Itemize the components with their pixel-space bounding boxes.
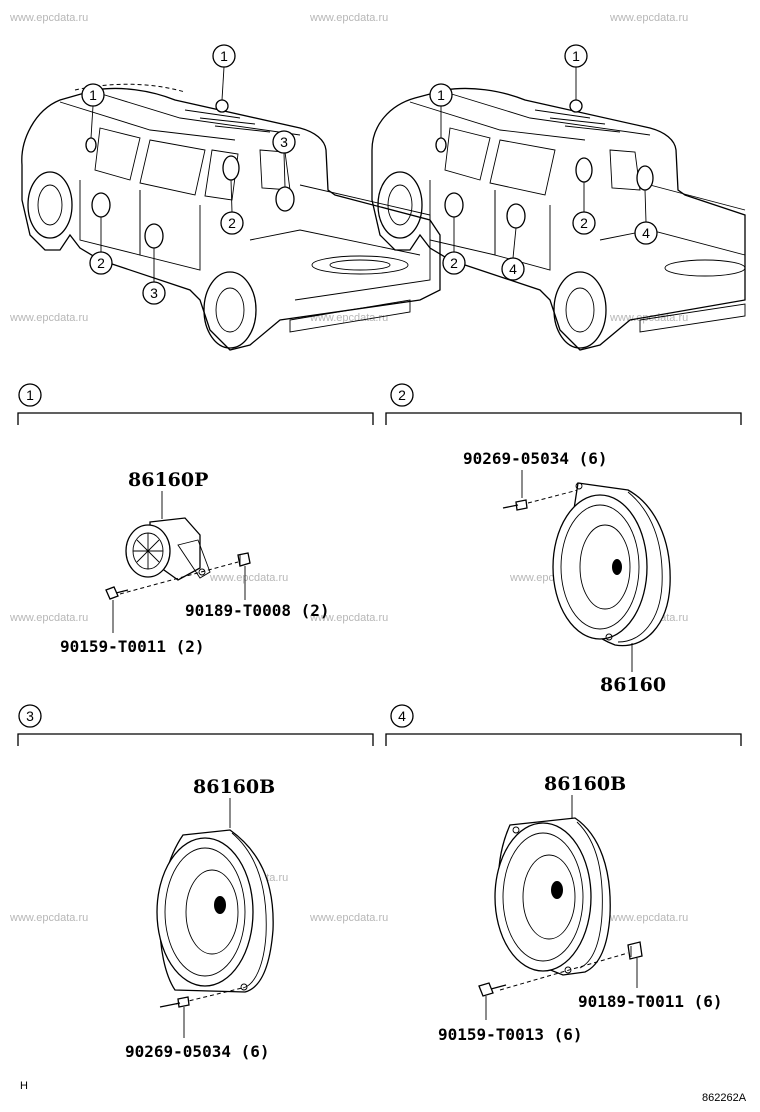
part-number-90189-T0008: 90189-T0008 (2) [185, 601, 330, 620]
part-number-90269-05034: 90269-05034 (6) [125, 1042, 270, 1061]
watermark-text: www.epcdata.ru [309, 612, 388, 624]
part-number-90159-T0011: 90159-T0011 (2) [60, 637, 205, 656]
watermark-text: www.epcdata.ru [9, 312, 88, 324]
watermark-text: www.epcdata.ru [9, 612, 88, 624]
part-number-86160B: 86160B [544, 773, 626, 795]
svg-text:2: 2 [97, 255, 105, 271]
svg-text:4: 4 [398, 708, 406, 724]
part-number-90189-T0011: 90189-T0011 (6) [578, 992, 723, 1011]
section-2-parts: 90269-05034 (6) 86160 [463, 449, 671, 696]
corner-mark: H [20, 1080, 28, 1092]
watermark-text: www.epcdata.ru [9, 12, 88, 24]
truck-right-illustration: 1 1 2 2 4 4 [371, 44, 746, 351]
speaker-location-marker [215, 99, 229, 113]
callout-marker-2: 2 [442, 251, 466, 275]
callout-marker-1: 1 [429, 83, 453, 107]
watermark-text: www.epcdata.ru [309, 912, 388, 924]
truck-left-illustration: 1 1 2 2 3 3 [21, 44, 441, 351]
watermark-text: www.epcdata.ru [309, 12, 388, 24]
callout-marker-3: 3 [142, 281, 166, 305]
callout-marker-4: 4 [634, 221, 658, 245]
clip-nut-icon [237, 552, 251, 567]
watermark-text: www.epcdata.ru [209, 572, 288, 584]
watermark-text: www.epcdata.ru [609, 912, 688, 924]
watermark-text: www.epcdata.ru [309, 312, 388, 324]
speaker-location-marker [444, 192, 464, 218]
speaker-location-marker [636, 165, 654, 191]
watermark-text: www.epcdata.ru [609, 312, 688, 324]
svg-text:3: 3 [150, 285, 158, 301]
speaker-location-marker [575, 157, 593, 183]
bolt-icon [478, 982, 507, 997]
callout-marker-1: 1 [81, 83, 105, 107]
watermark-text: www.epcdata.ru [9, 912, 88, 924]
watermark-text: www.epcdata.ru [609, 12, 688, 24]
svg-text:1: 1 [26, 387, 34, 403]
callout-marker-1: 1 [564, 44, 588, 68]
speaker-location-marker [91, 192, 111, 218]
speaker-location-marker [506, 203, 526, 229]
section-1-parts: 86160P 90189-T0008 (2) 90159-T0011 ( [60, 469, 330, 656]
tweeter-speaker [125, 517, 211, 581]
section-3-header: 3 [17, 704, 374, 746]
callout-marker-2: 2 [220, 211, 244, 235]
section-3-parts: 86160B 90269-05034 (6) [125, 776, 275, 1061]
section-4-header: 4 [385, 704, 742, 746]
speaker-location-marker [569, 99, 583, 113]
svg-text:2: 2 [398, 387, 406, 403]
svg-text:2: 2 [450, 255, 458, 271]
svg-text:4: 4 [642, 225, 650, 241]
callout-marker-2: 2 [572, 211, 596, 235]
svg-text:2: 2 [580, 215, 588, 231]
section-4-parts: 86160B 90189-T0011 (6) 90159-T0013 (6) [438, 773, 723, 1044]
speaker-location-marker [85, 137, 97, 153]
svg-text:1: 1 [437, 87, 445, 103]
svg-text:1: 1 [572, 48, 580, 64]
door-speaker [552, 482, 671, 647]
screw-icon [502, 499, 528, 511]
screw-icon [159, 996, 190, 1008]
svg-text:1: 1 [89, 87, 97, 103]
bolt-icon [105, 586, 129, 600]
callout-marker-4: 4 [501, 257, 525, 281]
svg-text:3: 3 [280, 134, 288, 150]
svg-text:2: 2 [228, 215, 236, 231]
callout-marker-1: 1 [212, 44, 236, 68]
svg-text:1: 1 [220, 48, 228, 64]
speaker-location-marker [435, 137, 447, 153]
part-number-86160: 86160 [600, 674, 666, 696]
speaker-location-marker [275, 186, 295, 212]
callout-marker-2: 2 [89, 251, 113, 275]
speaker-location-marker [222, 155, 240, 181]
svg-text:3: 3 [26, 708, 34, 724]
svg-text:4: 4 [509, 261, 517, 277]
part-number-90269-05034: 90269-05034 (6) [463, 449, 608, 468]
speaker-location-marker [144, 223, 164, 249]
callout-marker-3: 3 [272, 130, 296, 154]
door-speaker [156, 829, 274, 993]
section-2-header: 2 [385, 383, 742, 425]
figure-id: 862262A [702, 1092, 747, 1104]
section-1-header: 1 [17, 383, 374, 425]
part-number-86160P: 86160P [128, 469, 208, 491]
part-number-90159-T0013: 90159-T0013 (6) [438, 1025, 583, 1044]
clip-nut-icon [627, 941, 643, 960]
part-number-86160B: 86160B [193, 776, 275, 798]
door-speaker [494, 817, 611, 976]
